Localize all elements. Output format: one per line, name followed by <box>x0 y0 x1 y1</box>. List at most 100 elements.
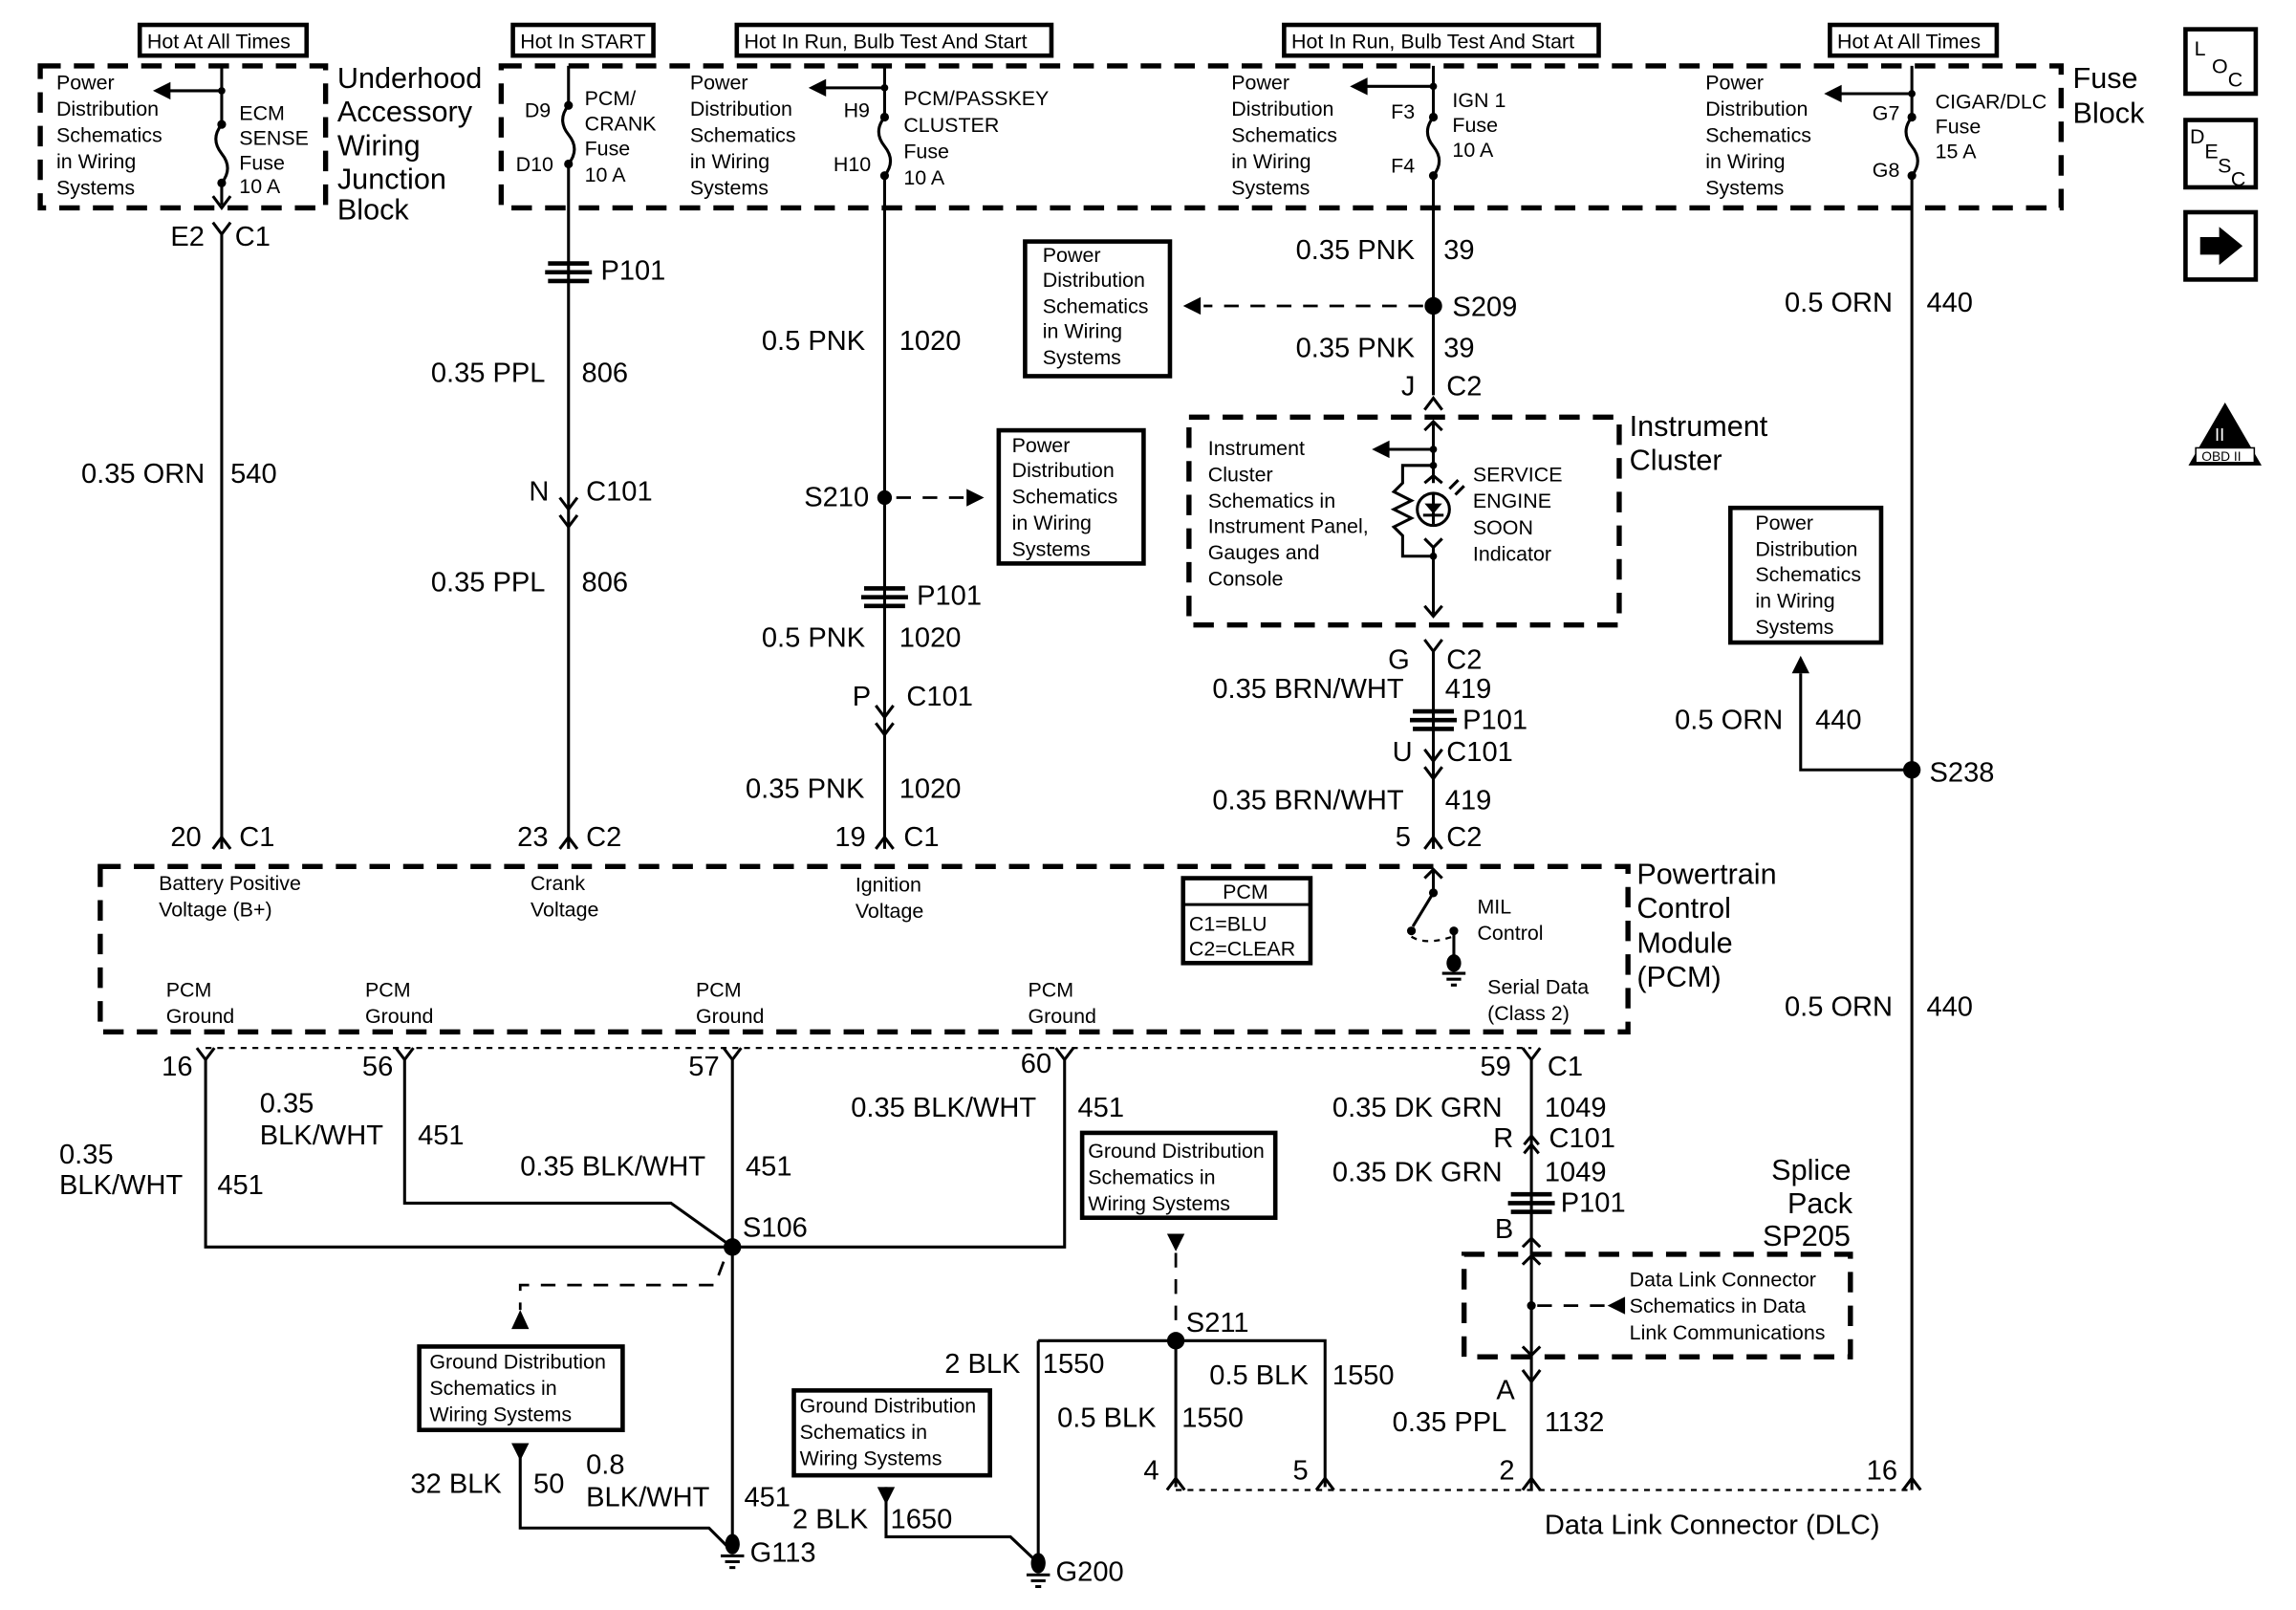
wire-color: 0.8 <box>586 1450 624 1481</box>
svg-text:CIGAR/DLC: CIGAR/DLC <box>1936 90 2047 113</box>
circuit-number: 451 <box>746 1151 792 1182</box>
svg-text:Ground Distribution: Ground Distribution <box>800 1394 977 1417</box>
svg-text:S: S <box>2218 155 2231 178</box>
wire-color: 0.35 PPL <box>431 359 546 389</box>
wire-color: 2 BLK <box>792 1504 869 1534</box>
header-label: Hot In START <box>520 31 645 54</box>
dlc-ref-text: Data Link Connector Schematics in Data L… <box>1630 1269 1826 1344</box>
connector-p101: P101 <box>1561 1188 1626 1219</box>
circuit-number: 1550 <box>1043 1349 1105 1380</box>
arrow-right-icon <box>2199 227 2243 266</box>
svg-text:10 A: 10 A <box>903 166 945 189</box>
p101-passthrough-icon <box>1410 708 1458 731</box>
pcm-legend: PCM C1=BLU C2=CLEAR <box>1180 876 1313 966</box>
svg-text:CRANK: CRANK <box>585 112 658 135</box>
svg-text:in Wiring: in Wiring <box>1231 150 1310 173</box>
svg-text:Systems: Systems <box>1705 177 1784 200</box>
circuit-number: 419 <box>1445 786 1492 816</box>
wire-color: BLK/WHT <box>59 1170 183 1201</box>
power-ref-4: Power Distribution Schematics in Wiring … <box>1231 71 1337 199</box>
svg-text:Powertrain: Powertrain <box>1636 859 1776 891</box>
fuse-cigar-dlc-label: CIGAR/DLC Fuse 15 A <box>1936 90 2047 163</box>
circuit-number: 451 <box>217 1170 264 1201</box>
wire-color: 0.35 PPL <box>431 567 546 598</box>
ground-g200-icon <box>1026 1553 1051 1589</box>
pcm-label: Powertrain Control Module (PCM) <box>1636 859 1776 993</box>
power-ref-box-5: Power Distribution Schematics in Wiring … <box>1023 239 1173 379</box>
svg-text:10 A: 10 A <box>585 163 627 186</box>
wire-color: 0.5 BLK <box>1209 1360 1309 1391</box>
splice-label: S106 <box>743 1213 808 1244</box>
circuit-number: 440 <box>1926 288 1973 318</box>
svg-text:E: E <box>2204 140 2218 163</box>
svg-text:PCM: PCM <box>1028 979 1073 1002</box>
fuse-pin: F4 <box>1391 155 1415 178</box>
svg-text:Distribution: Distribution <box>1231 98 1333 120</box>
svg-text:Schematics in Data: Schematics in Data <box>1630 1295 1807 1317</box>
mil-control-switch-icon <box>1406 867 1466 987</box>
svg-text:Systems: Systems <box>1043 346 1121 369</box>
wire-color: 0.5 ORN <box>1785 991 1893 1022</box>
svg-text:PCM/PASSKEY: PCM/PASSKEY <box>903 87 1049 110</box>
svg-text:Schematics: Schematics <box>1231 123 1337 146</box>
circuit-number: 419 <box>1445 674 1492 705</box>
obd2-button[interactable]: II OBD II <box>2188 402 2263 466</box>
dlc-pin-5: 5 <box>1293 1456 1309 1487</box>
svg-text:in Wiring: in Wiring <box>690 150 769 173</box>
pin-19: 19 <box>834 822 865 853</box>
svg-text:C: C <box>2228 68 2242 91</box>
header-hot-at-all-times-2: Hot At All Times <box>1828 22 2000 58</box>
circuit-number: 1020 <box>899 326 962 357</box>
wire-color: 32 BLK <box>410 1469 502 1500</box>
svg-text:Cluster: Cluster <box>1208 464 1273 487</box>
svg-text:Ignition: Ignition <box>856 873 921 896</box>
splice-label: S210 <box>804 483 869 513</box>
fuse-pin: G8 <box>1873 159 1900 182</box>
svg-text:Fuse: Fuse <box>903 140 949 163</box>
svg-text:Voltage: Voltage <box>856 900 923 923</box>
connector-c101: C101 <box>586 477 653 508</box>
location-button[interactable]: L O C <box>2183 27 2259 97</box>
svg-text:in Wiring: in Wiring <box>1755 589 1834 612</box>
connector-p101: P101 <box>917 580 982 611</box>
svg-text:Control: Control <box>1636 892 1731 925</box>
svg-text:Crank: Crank <box>531 872 585 895</box>
svg-text:PCM: PCM <box>696 979 742 1002</box>
svg-text:PCM: PCM <box>166 979 212 1002</box>
svg-text:SENSE: SENSE <box>239 127 309 150</box>
circuit-number: 806 <box>582 567 629 598</box>
circuit-number: 451 <box>1078 1093 1125 1123</box>
svg-text:MIL: MIL <box>1477 895 1511 918</box>
splice-s209 <box>1424 296 1442 315</box>
description-button[interactable]: D E S C <box>2183 118 2259 191</box>
dlc-pin-4: 4 <box>1143 1456 1159 1487</box>
pin-a: A <box>1496 1376 1515 1406</box>
circuit-number: 1049 <box>1545 1093 1607 1123</box>
svg-text:(PCM): (PCM) <box>1636 961 1721 993</box>
svg-text:15 A: 15 A <box>1936 140 1978 163</box>
connector-p101: P101 <box>1462 705 1527 735</box>
splice-label: S238 <box>1930 758 1995 789</box>
splice-label: S209 <box>1452 293 1517 323</box>
svg-text:Systems: Systems <box>1755 616 1833 639</box>
svg-text:Console: Console <box>1208 567 1284 590</box>
next-page-button[interactable] <box>2183 209 2259 282</box>
circuit-number: 1020 <box>899 773 962 804</box>
ground-g113-icon <box>720 1534 745 1570</box>
connector-p101: P101 <box>600 255 665 286</box>
svg-text:Accessory: Accessory <box>337 96 473 128</box>
dlc-label: Data Link Connector (DLC) <box>1545 1510 1880 1540</box>
svg-text:Module: Module <box>1636 927 1732 960</box>
pin-20: 20 <box>170 822 201 853</box>
svg-text:C2=CLEAR: C2=CLEAR <box>1189 938 1295 961</box>
wire-color: 0.35 BRN/WHT <box>1212 674 1404 705</box>
wire-color: 0.5 ORN <box>1675 705 1783 735</box>
circuit-number: 806 <box>582 359 629 389</box>
pin-57: 57 <box>688 1052 719 1082</box>
wire-color: 0.5 BLK <box>1057 1403 1157 1434</box>
svg-text:Pack: Pack <box>1787 1187 1853 1220</box>
svg-text:Fuse: Fuse <box>1452 114 1498 137</box>
svg-text:Distribution: Distribution <box>1755 538 1857 561</box>
svg-text:PCM: PCM <box>365 979 411 1002</box>
pin-e2: E2 <box>170 222 205 252</box>
